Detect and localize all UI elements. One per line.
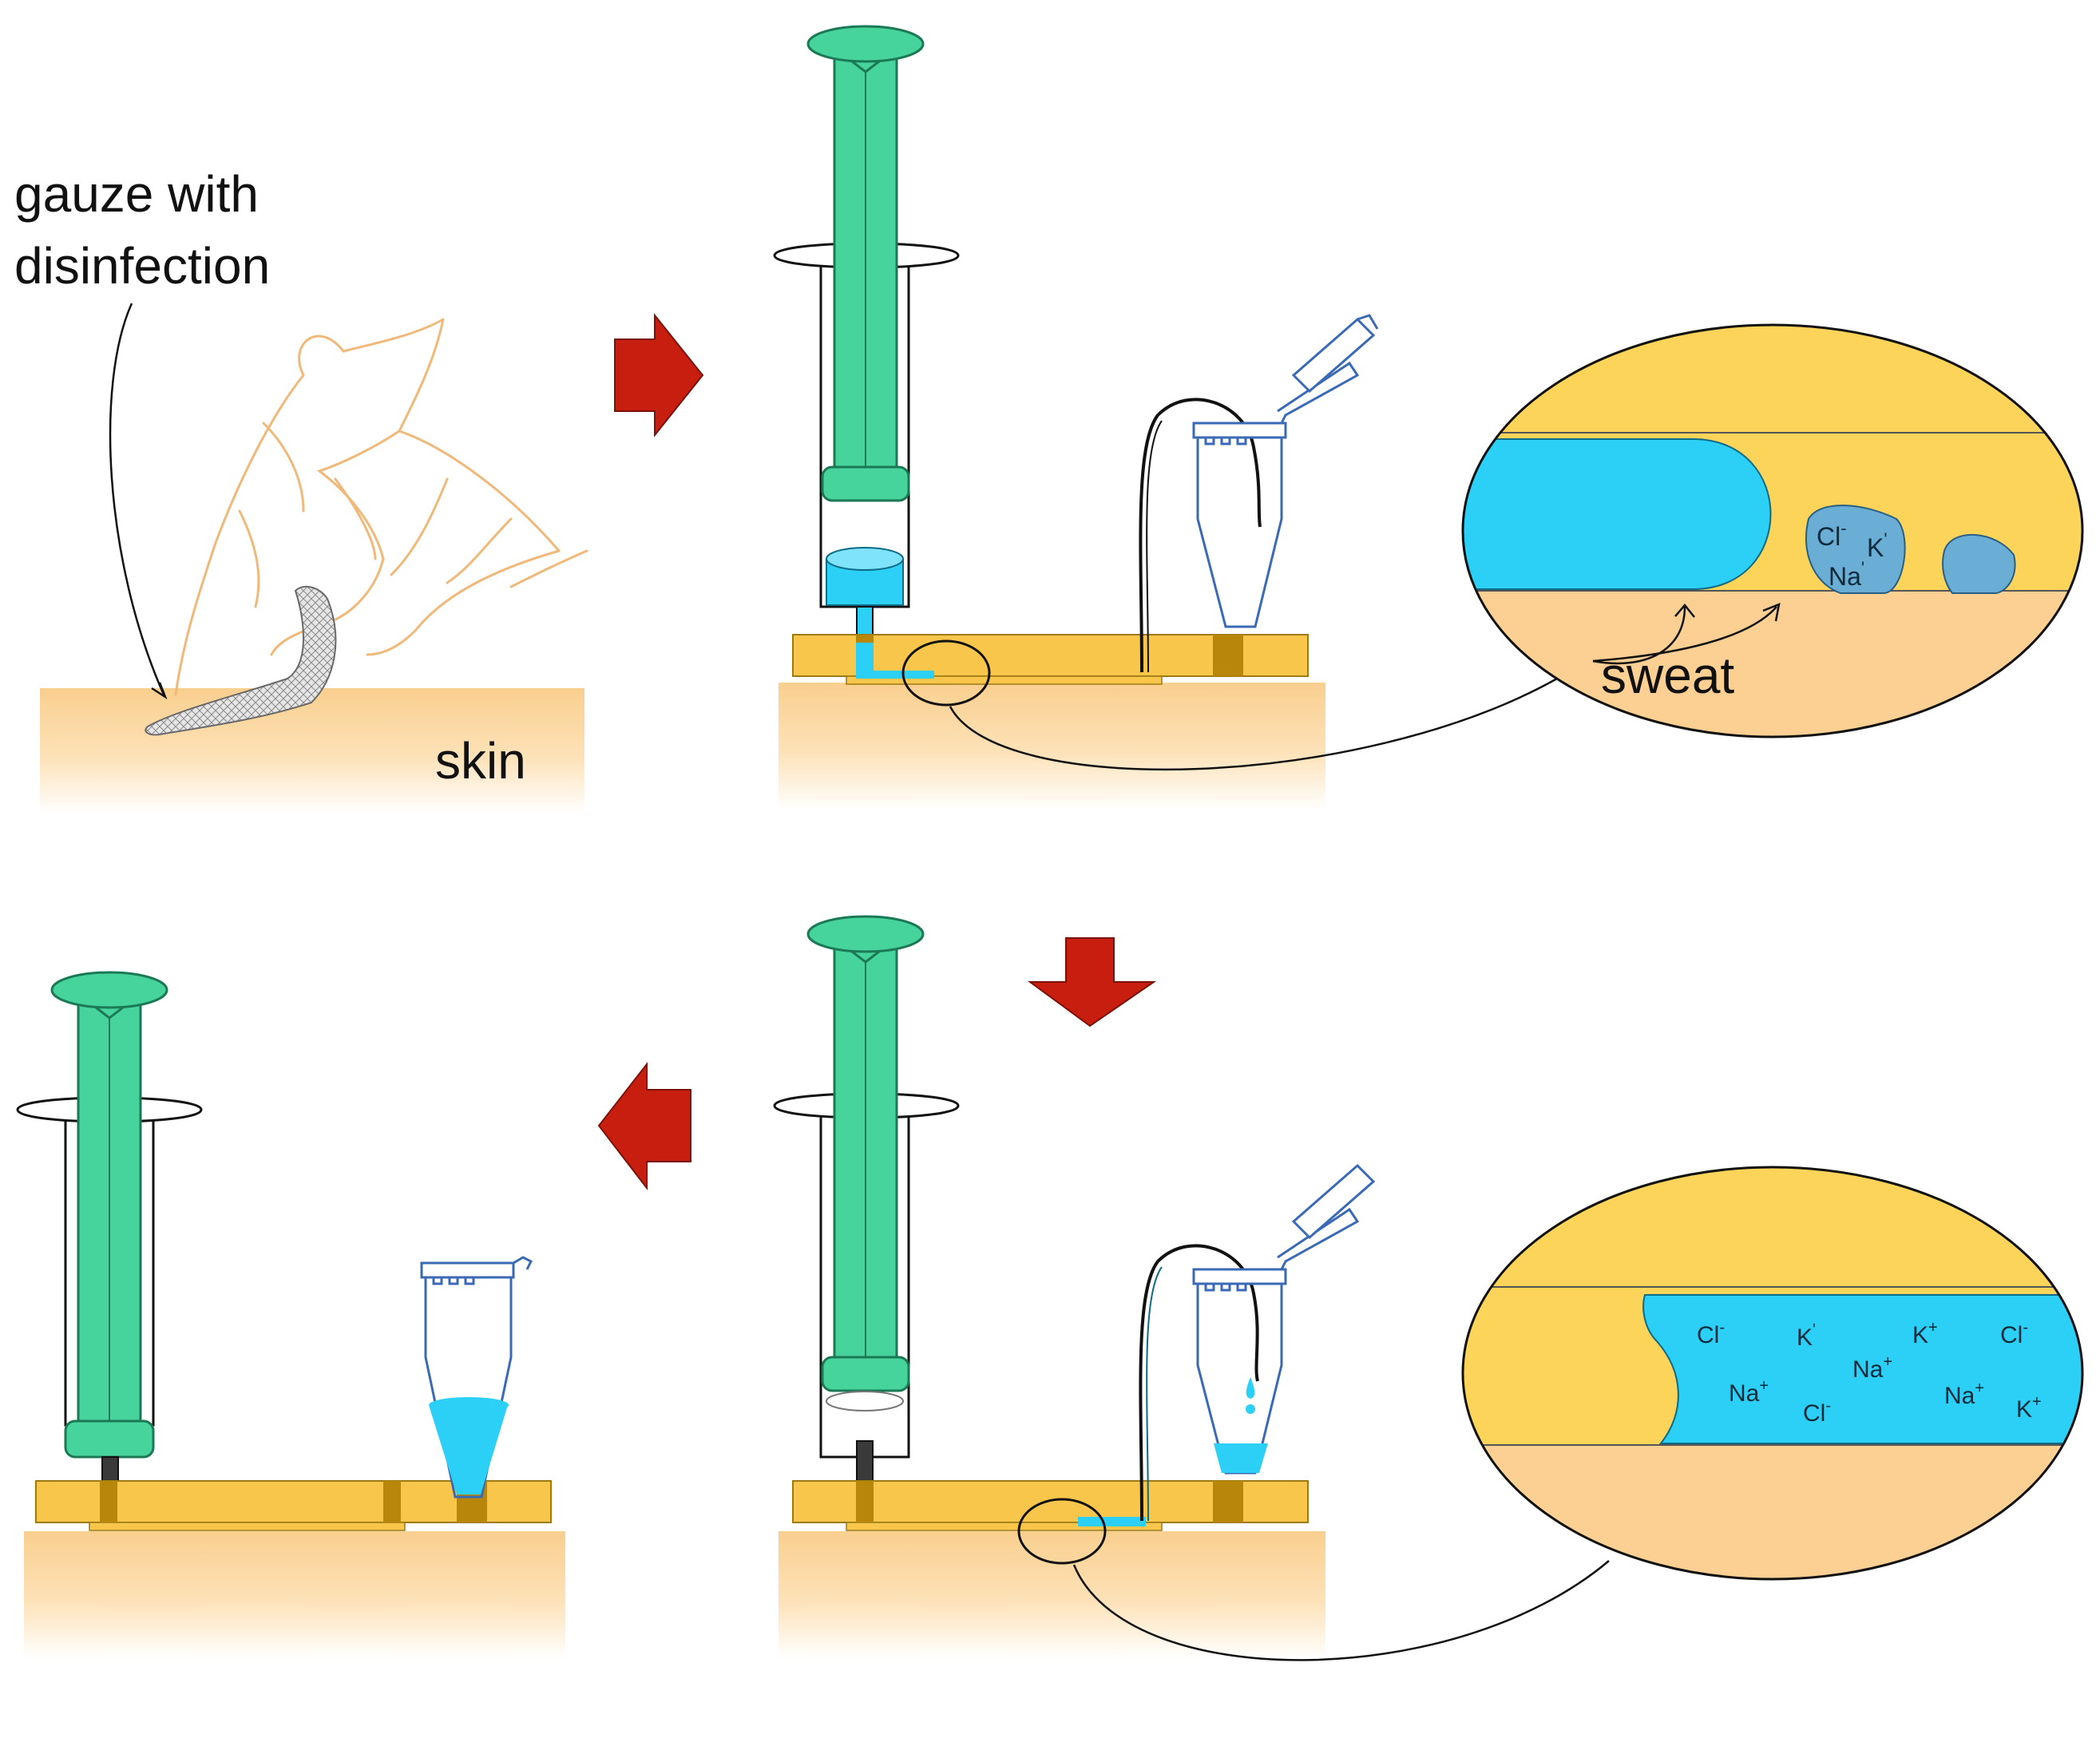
svg-text:K': K' — [1867, 529, 1888, 562]
skin-label: skin — [435, 732, 526, 790]
collected-sweat — [429, 1405, 508, 1495]
ion-label: Na+ — [1944, 1380, 1984, 1409]
panel-collected — [16, 971, 565, 1659]
ion-k: K — [1867, 533, 1884, 562]
ion-cl: Cl — [1817, 522, 1840, 551]
ion-label: Na+ — [1729, 1377, 1769, 1407]
ion-label: K+ — [1912, 1319, 1938, 1348]
plunger-thumb — [50, 971, 168, 1009]
ion-label: Cl- — [1697, 1319, 1725, 1348]
collection-tube — [1192, 1163, 1376, 1475]
skin-block — [24, 1531, 565, 1659]
zoom-inset-top: Cl- K' Na' sweat — [1461, 323, 2084, 738]
arrow-right — [614, 313, 704, 437]
magnifier-circle — [1017, 1498, 1107, 1565]
skin-block — [779, 683, 1325, 810]
skin-block — [40, 688, 584, 814]
plunger-thumb — [806, 25, 925, 63]
svg-text:Cl-: Cl- — [1817, 518, 1847, 551]
hand-illustration — [174, 318, 588, 696]
ion-label: Cl- — [1803, 1397, 1831, 1427]
collection-tube — [1192, 314, 1379, 628]
arrow-down — [1027, 937, 1157, 1027]
skin-block — [779, 1531, 1325, 1659]
ion-label: K+ — [2016, 1393, 2042, 1423]
svg-text:Na': Na' — [1829, 558, 1864, 591]
panel-device-applied — [773, 25, 1558, 810]
gauze-label-line1: gauze with — [14, 165, 259, 223]
arrow-left — [597, 1062, 691, 1190]
ion-label: Cl- — [2000, 1319, 2028, 1348]
panel-collection-middle — [773, 915, 1610, 1661]
magnifier-connector — [1072, 1560, 1610, 1661]
collection-tube — [420, 1256, 533, 1499]
gauze — [145, 585, 337, 736]
zoom-inset-bottom: Cl- K' K+ Cl- Na+ Na+ Na+ Cl- K+ — [1461, 1166, 2084, 1581]
syringe — [773, 915, 960, 1482]
panel-disinfection: gauze with disinfection skin — [14, 165, 588, 814]
plunger-thumb — [806, 915, 925, 953]
sweat-label: sweat — [1601, 647, 1734, 704]
ion-label: Na+ — [1852, 1353, 1892, 1383]
syringe — [773, 25, 960, 635]
magnifier-connector — [949, 677, 1558, 771]
magnifier-circle — [901, 639, 991, 707]
label-arrow-gauze — [109, 303, 165, 695]
ion-na: Na — [1829, 562, 1861, 591]
ion-label: K' — [1797, 1321, 1816, 1351]
gauze-label-line2: disinfection — [14, 237, 270, 295]
syringe — [16, 971, 203, 1482]
